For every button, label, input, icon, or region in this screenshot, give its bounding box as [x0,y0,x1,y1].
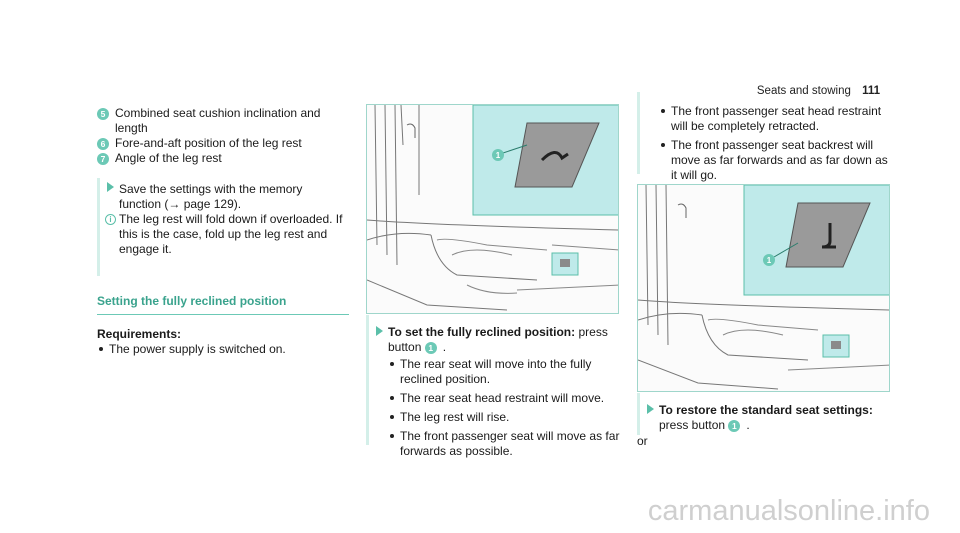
action-text: Save the settings with the memory functi… [119,182,303,211]
marker-5-icon: 5 [97,108,109,120]
seat-control-figure-1: 1 [366,104,619,314]
watermark: carmanualsonline.info [647,495,930,527]
callout-1: 1 [767,256,772,265]
action-arrow-icon [107,182,114,192]
column-3-bottom: To restore the standard seat settings: p… [637,393,892,449]
action-line: press button 1. [659,418,750,432]
marker-1-icon: 1 [728,420,741,432]
seat-control-figure-2: 1 [637,184,890,392]
action-title: To restore the standard seat settings: [659,403,873,417]
requirements: Requirements: The power supply is switch… [97,327,347,357]
list-item: The rear seat will move into the fully r… [388,357,621,387]
list-item: The front passenger seat head restraint … [659,104,892,134]
section-title: Setting the fully reclined position [97,294,349,315]
list-item: The leg rest will rise. [388,410,621,425]
callout-1: 1 [496,151,501,160]
requirements-label: Requirements: [97,327,182,341]
note-text: The leg rest will fold down if overloade… [119,212,343,256]
item-text: Combined seat cushion inclination and le… [115,106,321,135]
item-text: Fore-and-aft position of the leg rest [115,136,302,150]
list-item: 7 Angle of the leg rest [97,151,347,166]
marker-6-icon: 6 [97,138,109,150]
note-icon: i [105,214,116,225]
column-3-top: The front passenger seat head restraint … [637,92,892,183]
list-item: The front passenger seat will move as fa… [388,429,621,459]
door-panel-illustration: 1 [638,185,889,391]
list-item: 6 Fore-and-aft position of the leg rest [97,136,347,151]
list-item: The front passenger seat backrest will m… [659,138,892,183]
action-title: To set the fully reclined position: [388,325,576,339]
section-name: Seats and stowing [756,85,851,97]
list-item: 5 Combined seat cushion inclination and … [97,106,347,136]
marker-7-icon: 7 [97,153,109,165]
action-rest: press button [388,325,608,354]
list-item: The rear seat head restraint will move. [388,391,621,406]
column-1: 5 Combined seat cushion inclination and … [97,106,349,357]
action-block: To set the fully reclined position: pres… [366,315,621,459]
item-text: Angle of the leg rest [115,151,222,165]
action-arrow-icon [647,404,654,414]
page-number: 111 [862,85,880,97]
column-2: To set the fully reclined position: pres… [366,315,621,459]
action-rest: press button [659,418,726,432]
page-header: Seats and stowing 111 [757,84,880,99]
or-text: or [637,434,648,448]
requirement-item: The power supply is switched on. [97,342,347,357]
action-block: Save the settings with the memory functi… [97,178,347,276]
action-arrow-icon [376,326,383,336]
action-block: To restore the standard seat settings: p… [637,393,892,435]
action-line: To set the fully reclined position: pres… [388,325,608,354]
door-panel-illustration: 1 [367,105,618,313]
marker-1-icon: 1 [424,342,437,354]
